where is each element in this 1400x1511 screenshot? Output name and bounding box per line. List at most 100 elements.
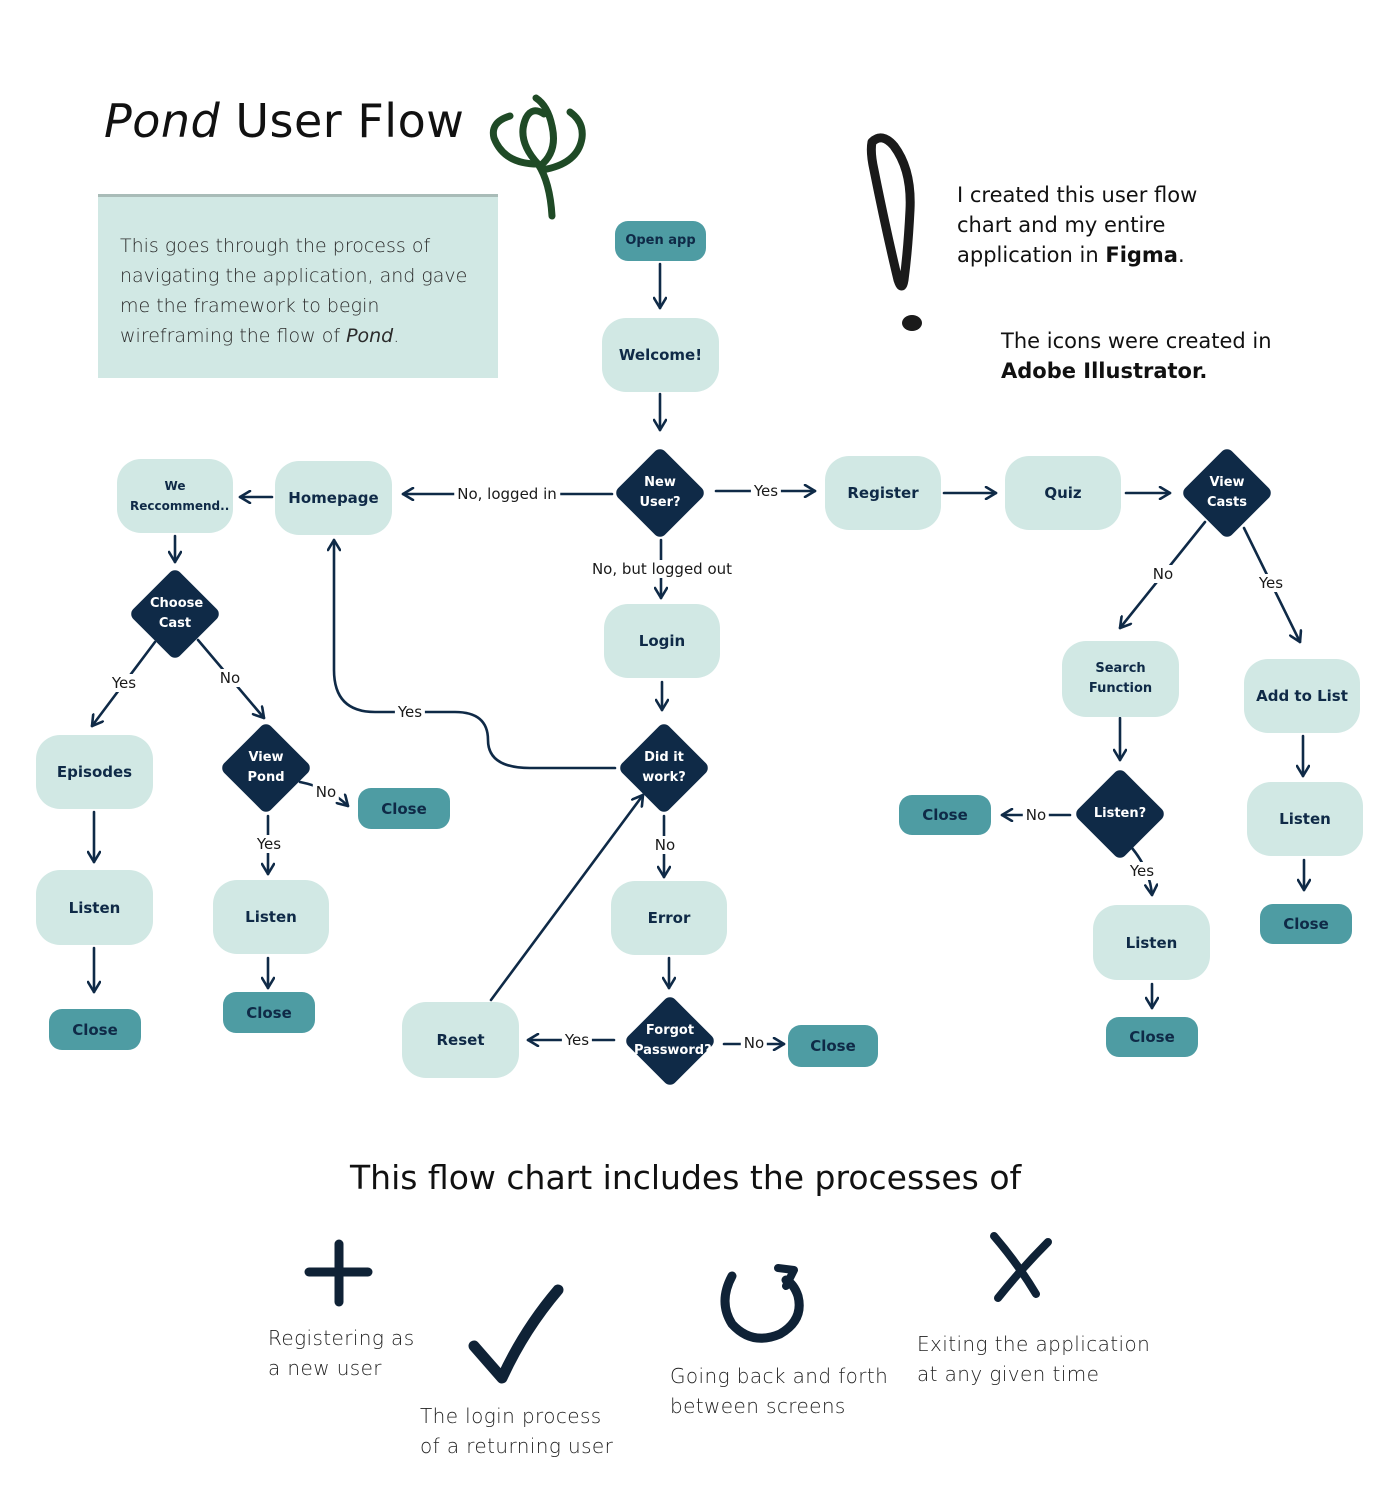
node-listen-episodes[interactable]: Listen — [36, 870, 153, 945]
title-rest: User Flow — [220, 94, 465, 148]
edge-label-yes-view-casts: Yes — [1255, 574, 1287, 592]
node-reset-label: Reset — [436, 1031, 485, 1049]
node-register-label: Register — [847, 484, 919, 502]
intro-text-end: . — [393, 325, 400, 347]
node-close-listen-question[interactable]: Close — [899, 795, 991, 835]
close-x-icon — [990, 1232, 1052, 1302]
legend-text-login: The login process of a returning user — [420, 1404, 614, 1458]
edge-label-no-listen-question: No — [1022, 806, 1050, 824]
node-error[interactable]: Error — [611, 881, 727, 955]
node-quiz-label: Quiz — [1044, 484, 1082, 502]
node-episodes-label: Episodes — [56, 763, 133, 781]
node-forgot-password-label: Forgot Password? — [634, 1023, 712, 1058]
exclamation-icon — [866, 133, 922, 331]
node-we-recommend-label: We Reccommend.. — [130, 479, 230, 513]
node-close-view-pond-label: Close — [381, 799, 427, 818]
node-listen-question[interactable]: Listen? — [1073, 767, 1167, 861]
node-close-right-label: Close — [1283, 915, 1329, 933]
node-new-user-label: New User? — [639, 475, 681, 510]
edge-label-no-logged-out: No, but logged out — [588, 560, 736, 578]
node-view-casts[interactable]: View Casts — [1180, 446, 1274, 540]
illustrator-note: The icons were created in Adobe Illustra… — [1001, 326, 1301, 386]
node-quiz[interactable]: Quiz — [1005, 456, 1121, 530]
node-listen-pond-label: Listen — [245, 908, 297, 926]
node-view-pond[interactable]: View Pond — [219, 721, 313, 815]
legend-text-navigation: Going back and forth between screens — [670, 1364, 889, 1418]
edge-label-yes-did-work: Yes — [394, 703, 426, 721]
node-register[interactable]: Register — [825, 456, 941, 530]
node-choose-cast[interactable]: Choose Cast — [128, 567, 222, 661]
node-error-label: Error — [647, 909, 691, 927]
node-add-to-list[interactable]: Add to List — [1244, 659, 1360, 733]
edge-label-yes-reset: Yes — [561, 1031, 593, 1049]
page-title: Pond User Flow — [104, 94, 464, 148]
figma-note-text: I created this user flow chart and my en… — [957, 183, 1198, 267]
edge-label-yes-choose-cast: Yes — [108, 674, 140, 692]
edge-label-no-logged-in: No, logged in — [454, 485, 560, 503]
title-italic: Pond — [104, 94, 221, 148]
figma-note-end: . — [1177, 243, 1185, 267]
node-close-right[interactable]: Close — [1260, 904, 1352, 944]
node-open-app[interactable]: Open app — [615, 221, 706, 261]
node-login[interactable]: Login — [604, 604, 720, 678]
node-close-episodes-label: Close — [72, 1020, 118, 1039]
figma-note-bold: Figma — [1105, 243, 1178, 267]
checkmark-icon — [468, 1284, 564, 1384]
node-close-forgot-label: Close — [810, 1037, 856, 1055]
node-welcome[interactable]: Welcome! — [602, 318, 719, 392]
node-listen-search[interactable]: Listen — [1093, 905, 1210, 980]
node-add-to-list-label: Add to List — [1256, 687, 1348, 705]
node-homepage-label: Homepage — [288, 489, 379, 507]
node-search-function[interactable]: Search Function — [1062, 641, 1179, 717]
node-close-episodes[interactable]: Close — [49, 1009, 141, 1050]
edge-label-yes-view-pond: Yes — [253, 835, 285, 853]
node-open-app-label: Open app — [625, 233, 696, 248]
node-listen-right-label: Listen — [1279, 810, 1331, 828]
illustrator-note-text: The icons were created in — [1001, 329, 1272, 353]
node-view-pond-label: View Pond — [247, 750, 285, 785]
node-close-listen-question-label: Close — [922, 806, 968, 824]
node-listen-pond[interactable]: Listen — [213, 880, 329, 954]
node-close-search[interactable]: Close — [1106, 1017, 1198, 1057]
node-listen-search-label: Listen — [1125, 933, 1178, 952]
legend-heading: This flow chart includes the processes o… — [350, 1158, 1022, 1197]
node-close-pond-label: Close — [246, 1003, 292, 1022]
node-listen-right[interactable]: Listen — [1247, 782, 1363, 856]
node-new-user[interactable]: New User? — [613, 446, 707, 540]
legend-text-exit: Exiting the application at any given tim… — [917, 1332, 1151, 1386]
plus-icon — [304, 1239, 373, 1307]
edge-label-yes-listen-question: Yes — [1126, 862, 1158, 880]
edge-label-no-forgot: No — [740, 1034, 768, 1052]
node-episodes[interactable]: Episodes — [36, 735, 153, 809]
figma-note: I created this user flow chart and my en… — [957, 180, 1227, 270]
node-homepage[interactable]: Homepage — [275, 461, 392, 535]
edge-label-no-did-work: No — [651, 836, 679, 854]
node-welcome-label: Welcome! — [618, 346, 703, 364]
node-close-forgot[interactable]: Close — [788, 1025, 878, 1067]
node-search-function-label: Search Function — [1088, 661, 1153, 696]
node-listen-question-label: Listen? — [1093, 806, 1147, 821]
refresh-icon — [720, 1264, 804, 1343]
edge-label-no-view-pond: No — [312, 783, 340, 801]
node-did-it-work[interactable]: Did it work? — [617, 721, 711, 815]
illustrator-note-bold: Adobe Illustrator. — [1001, 359, 1208, 383]
node-close-view-pond[interactable]: Close — [358, 788, 450, 829]
node-reset[interactable]: Reset — [402, 1002, 519, 1078]
node-we-recommend[interactable]: We Reccommend.. — [117, 459, 233, 533]
edge-label-no-view-casts: No — [1149, 565, 1177, 583]
node-forgot-password[interactable]: Forgot Password? — [623, 994, 717, 1088]
sprout-icon — [489, 94, 586, 220]
intro-text: This goes through the process of navigat… — [120, 235, 468, 347]
node-view-casts-label: View Casts — [1206, 475, 1247, 510]
node-choose-cast-label: Choose Cast — [150, 596, 204, 631]
node-login-label: Login — [638, 632, 686, 650]
node-listen-episodes-label: Listen — [68, 898, 121, 917]
legend-text-register: Registering as a new user — [268, 1326, 415, 1380]
node-did-it-work-label: Did it work? — [642, 750, 686, 785]
node-close-search-label: Close — [1129, 1028, 1175, 1046]
node-close-pond[interactable]: Close — [223, 992, 315, 1033]
intro-text-italic: Pond — [346, 325, 394, 347]
edge-didwork-homepage — [334, 538, 617, 770]
edge-label-no-choose-cast: No — [216, 669, 244, 687]
edge-label-yes-register: Yes — [750, 482, 782, 500]
